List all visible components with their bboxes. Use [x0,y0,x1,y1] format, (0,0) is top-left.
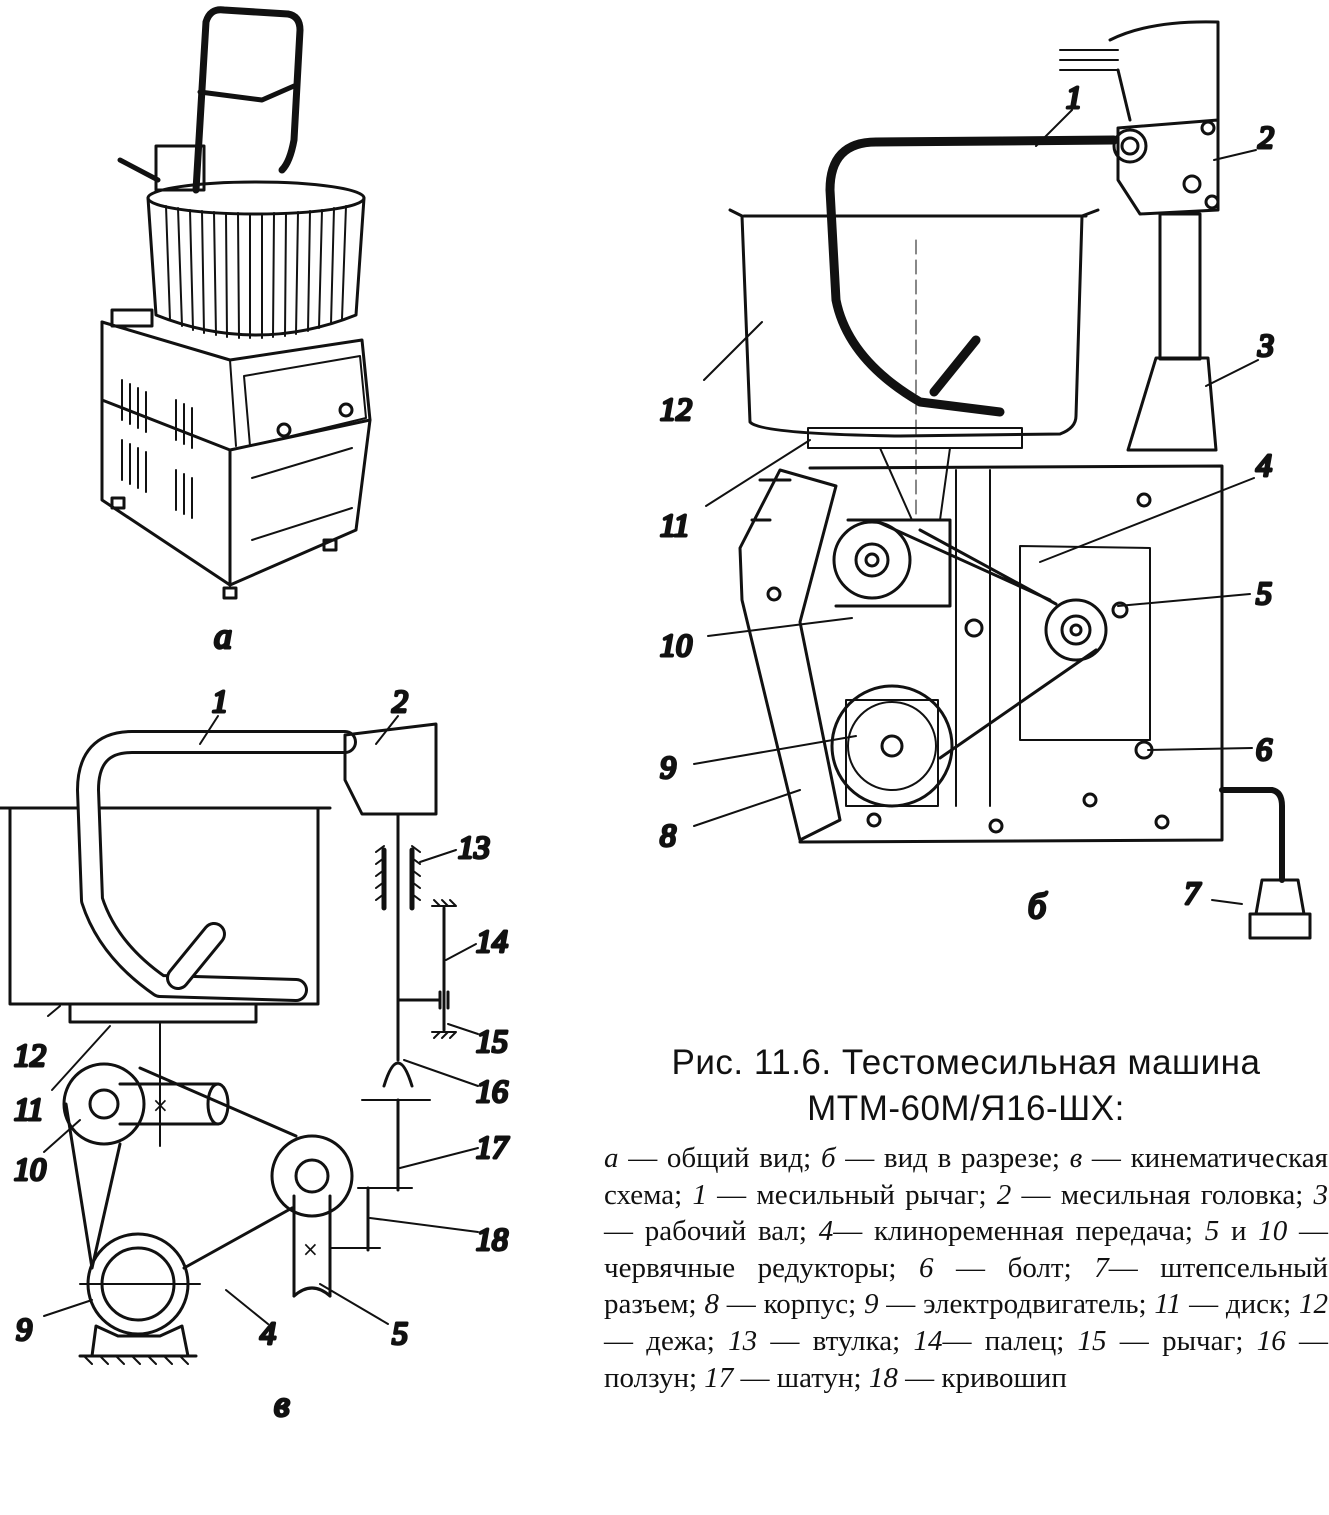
label-12-scheme: 12 [14,1037,46,1073]
caption-item-text: — кривошип [897,1361,1067,1394]
label-1-scheme: 1 [212,683,228,719]
caption-item-text: — рычаг; [1106,1324,1257,1357]
label-7-section: 7 [1184,875,1202,911]
label-9-section: 9 [660,749,676,785]
label-1-section: 1 [1066,79,1082,115]
caption-item-key: 6 [918,1251,934,1284]
caption-item-key: 5 [1204,1215,1220,1248]
caption-legend: а — общий вид; б — вид в разрезе; в — ки… [604,1140,1328,1396]
svg-text:×: × [152,1093,169,1117]
caption-item-text: — дежа; [604,1324,729,1357]
caption-item-text: — диск; [1181,1288,1300,1321]
caption-item-key: 2 [996,1178,1012,1211]
svg-text:×: × [302,1237,319,1261]
caption-item-text: — шатун; [733,1361,869,1394]
caption-item-text: — месильная головка; [1011,1178,1314,1211]
caption-item-text: — втулка; [757,1324,914,1357]
caption-item-key: 9 [863,1288,879,1321]
label-4-scheme: 4 [260,1315,276,1351]
caption-item-text: — общий вид; [618,1142,821,1174]
label-2-section: 2 [1258,119,1274,155]
caption-item-key: 12 [1299,1288,1329,1321]
caption-item-key: 16 [1256,1324,1286,1357]
label-18-scheme: 18 [476,1221,508,1257]
label-9-scheme: 9 [16,1311,32,1347]
label-5-scheme: 5 [392,1315,408,1351]
label-15-scheme: 15 [476,1023,508,1059]
caption-item-text: — месильный рычаг; [706,1178,997,1211]
label-6-section: 6 [1256,731,1272,767]
kinematic-scheme-drawing: × × [0,722,457,1365]
caption-item-key: в [1069,1142,1083,1174]
caption-item-text: — штепсель­ный разъем; [604,1251,1328,1321]
caption-item-key: 7 [1094,1251,1109,1284]
caption-item-key: б [820,1142,836,1174]
caption-item-key: 10 [1258,1215,1288,1248]
caption-item-text: и [1219,1215,1259,1248]
caption-item-key: 17 [704,1361,734,1394]
label-10-scheme: 10 [14,1151,46,1187]
caption-item-key: 3 [1313,1178,1328,1211]
view-label-b: б [1028,886,1048,926]
label-8-section: 8 [660,817,676,853]
caption-title-line-2: МТМ-60М/Я16-ШХ: [807,1089,1125,1128]
caption-title-line-1: Рис. 11.6. Тестомесильная машина [671,1043,1261,1082]
caption-item-text: — чер­вячные редукторы; [604,1215,1329,1284]
caption-item-key: 13 [728,1324,758,1357]
label-16-scheme: 16 [476,1073,508,1109]
caption-item-key: а [604,1142,619,1174]
caption-item-key: 8 [704,1288,719,1321]
caption-item-text: — ползун; [604,1324,1328,1394]
caption-item-text: — ки­нематическая схема; [604,1142,1328,1211]
view-label-a: а [214,616,232,656]
caption-item-text: — вид в разрезе; [835,1142,1070,1174]
view-label-v: в [274,1384,290,1424]
figure-caption: Рис. 11.6. Тестомесильная машина МТМ-60М… [604,1040,1328,1396]
caption-item-key: 18 [868,1361,898,1394]
label-12-section: 12 [660,391,692,427]
caption-item-key: 1 [692,1178,707,1211]
label-2-scheme: 2 [392,683,408,719]
caption-item-text: — болт; [933,1251,1095,1284]
caption-item-text: — рабочий вал; [604,1215,819,1248]
label-5-section: 5 [1256,575,1272,611]
caption-item-text: — корпус; [718,1288,864,1321]
general-view-drawing [100,6,372,600]
label-10-section: 10 [660,627,692,663]
label-14-scheme: 14 [476,923,508,959]
caption-item-key: 15 [1077,1324,1107,1357]
caption-item-text: — электродвига­тель; [878,1288,1155,1321]
label-11-section: 11 [660,507,690,543]
caption-item-key: 14 [913,1324,943,1357]
caption-item-text: — палец; [942,1324,1078,1357]
label-17-scheme: 17 [476,1129,510,1165]
label-4-section: 4 [1256,447,1272,483]
label-3-section: 3 [1257,327,1274,363]
caption-item-key: 4 [818,1215,834,1248]
label-13-scheme: 13 [458,829,490,865]
caption-item-key: 11 [1154,1288,1182,1321]
section-view-drawing [728,20,1312,940]
label-11-scheme: 11 [14,1091,44,1127]
caption-item-text: — клиноременная передача; [833,1215,1205,1248]
